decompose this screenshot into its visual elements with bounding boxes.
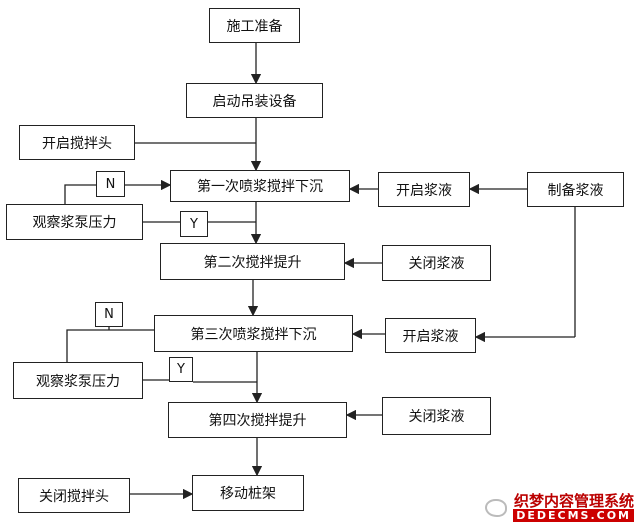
node-prep: 施工准备 xyxy=(209,8,300,43)
node-mix-down-3: 第三次喷浆搅拌下沉 xyxy=(154,315,353,352)
node-open-head: 开启搅拌头 xyxy=(19,125,135,160)
watermark: 织梦内容管理系统 DEDECMS.COM xyxy=(485,494,634,522)
watermark-cn: 织梦内容管理系统 xyxy=(513,492,634,510)
decision-no-2: N xyxy=(95,302,123,327)
node-mix-up-4: 第四次搅拌提升 xyxy=(168,402,347,438)
wechat-icon xyxy=(485,499,508,517)
node-close-head: 关闭搅拌头 xyxy=(18,478,130,513)
decision-no-1: N xyxy=(96,171,125,197)
node-mix-down-1: 第一次喷浆搅拌下沉 xyxy=(170,170,350,202)
node-start-lift: 启动吊装设备 xyxy=(186,83,323,118)
node-observe-pressure-1: 观察浆泵压力 xyxy=(6,204,143,240)
watermark-text: 织梦内容管理系统 DEDECMS.COM xyxy=(513,494,634,522)
node-open-slurry-1: 开启浆液 xyxy=(378,172,470,207)
decision-yes-2: Y xyxy=(169,357,193,382)
node-move-frame: 移动桩架 xyxy=(192,475,304,511)
node-mix-up-2: 第二次搅拌提升 xyxy=(160,243,345,280)
node-observe-pressure-2: 观察浆泵压力 xyxy=(13,362,143,399)
loop-no-2 xyxy=(66,329,154,362)
node-open-slurry-2: 开启浆液 xyxy=(385,318,476,353)
node-prepare-slurry: 制备浆液 xyxy=(527,172,624,207)
decision-yes-1: Y xyxy=(180,211,208,237)
node-close-slurry-1: 关闭浆液 xyxy=(382,245,491,281)
loop-no-1 xyxy=(64,184,96,204)
node-close-slurry-2: 关闭浆液 xyxy=(382,397,491,435)
watermark-en: DEDECMS.COM xyxy=(513,509,634,522)
